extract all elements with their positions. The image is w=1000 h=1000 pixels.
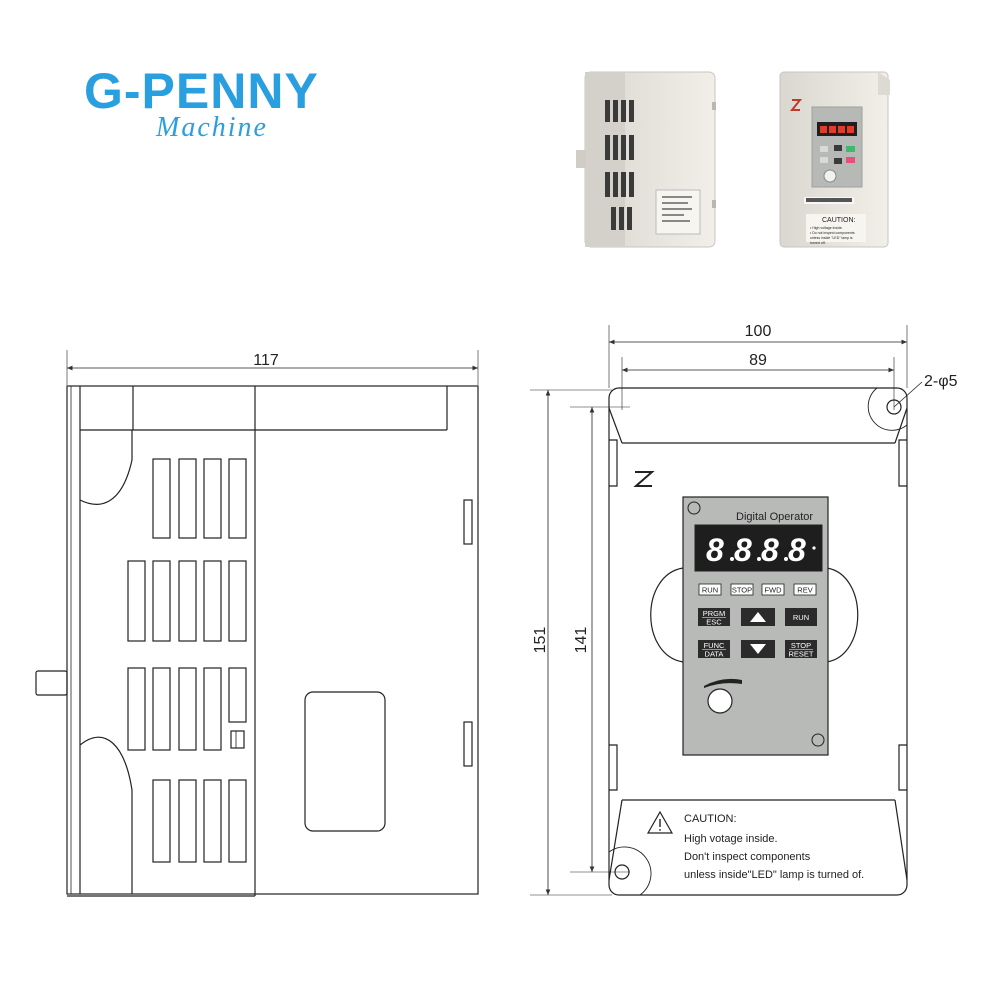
- dimension-mount-spacing-height: 141: [573, 627, 590, 654]
- status-label: STOP: [732, 586, 752, 595]
- status-led-fwd: [761, 583, 785, 596]
- status-led-run: [698, 583, 722, 596]
- key-label: STOP: [791, 641, 811, 650]
- down-arrow-icon: [750, 644, 766, 654]
- hole-callout: 2-φ5: [924, 373, 958, 390]
- key-label: DATA: [705, 650, 724, 659]
- prgm-esc-key[interactable]: PRGM ESC: [698, 608, 730, 627]
- caution-line: High votage inside.: [684, 833, 778, 845]
- dimension-front-height: 151: [532, 627, 549, 654]
- photo-caution-line: • High voltage inside.: [810, 226, 843, 230]
- front-view-drawing: [530, 325, 923, 896]
- caution-line: Don't inspect components: [684, 851, 811, 863]
- warning-triangle-icon: [646, 810, 674, 834]
- key-label: FUNC: [704, 641, 725, 650]
- photo-caution-line: • Do not inspect components: [810, 231, 855, 235]
- caution-label: CAUTION: High votage inside. Don't inspe…: [646, 810, 864, 881]
- status-label: REV: [797, 586, 812, 595]
- status-label: FWD: [764, 586, 782, 595]
- caution-line: unless inside"LED" lamp is turned of.: [684, 869, 864, 881]
- key-label: RESET: [788, 650, 813, 659]
- led-digit: 8: [788, 532, 806, 568]
- stop-reset-key[interactable]: STOP RESET: [785, 640, 817, 659]
- photo-caution-line: turned off.: [810, 241, 826, 245]
- product-photo-side: [576, 71, 716, 248]
- caution-title: CAUTION:: [684, 813, 737, 825]
- dimension-mount-spacing-width: 89: [749, 352, 767, 369]
- status-label: RUN: [702, 586, 718, 595]
- up-arrow-key[interactable]: [741, 608, 775, 626]
- func-data-key[interactable]: FUNC DATA: [698, 640, 730, 659]
- key-label: ESC: [706, 618, 722, 627]
- brand-tagline: Machine: [156, 112, 268, 143]
- speed-potentiometer-knob[interactable]: [707, 688, 733, 714]
- led-digit: 8: [706, 532, 724, 568]
- status-led-rev: [793, 583, 817, 596]
- led-digit: 8: [761, 532, 779, 568]
- speed-scale-icon: [704, 678, 742, 688]
- digital-operator-panel: Digital Operator 8 8 8 8 RUN STOP FWD RE…: [682, 496, 829, 756]
- run-key[interactable]: RUN: [785, 608, 817, 626]
- key-label: RUN: [793, 613, 809, 622]
- panel-title: Digital Operator: [736, 511, 813, 523]
- key-label: PRGM: [703, 609, 726, 618]
- dimension-front-width: 100: [745, 323, 772, 340]
- dimension-side-width: 117: [253, 352, 279, 369]
- product-photo-front: CAUTION: • High voltage inside. • Do not…: [779, 71, 890, 248]
- photo-caution-line: unless inside "LED" lamp is: [810, 236, 853, 240]
- brand-logo-text: G-PENNY: [84, 63, 319, 119]
- photo-caution-title: CAUTION:: [822, 217, 856, 224]
- up-arrow-icon: [750, 612, 766, 622]
- status-led-stop: [730, 583, 754, 596]
- down-arrow-key[interactable]: [741, 640, 775, 658]
- side-view-drawing: [35, 350, 479, 897]
- led-digit: 8: [734, 532, 752, 568]
